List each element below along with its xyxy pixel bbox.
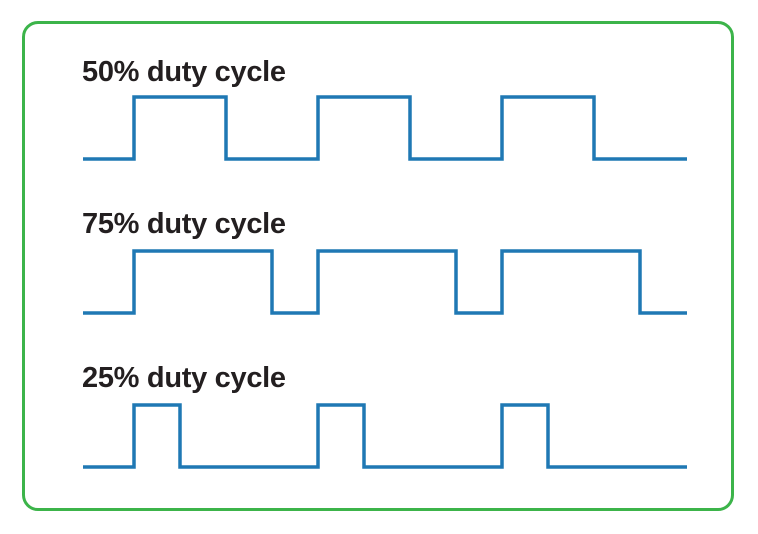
waveform-label-25: 25% duty cycle [82,362,286,394]
waveform-25 [83,403,687,469]
waveform-label-50: 50% duty cycle [82,56,286,88]
waveform-75 [83,249,687,315]
waveform-50 [83,95,687,161]
diagram-frame [22,21,734,511]
waveform-label-75: 75% duty cycle [82,208,286,240]
